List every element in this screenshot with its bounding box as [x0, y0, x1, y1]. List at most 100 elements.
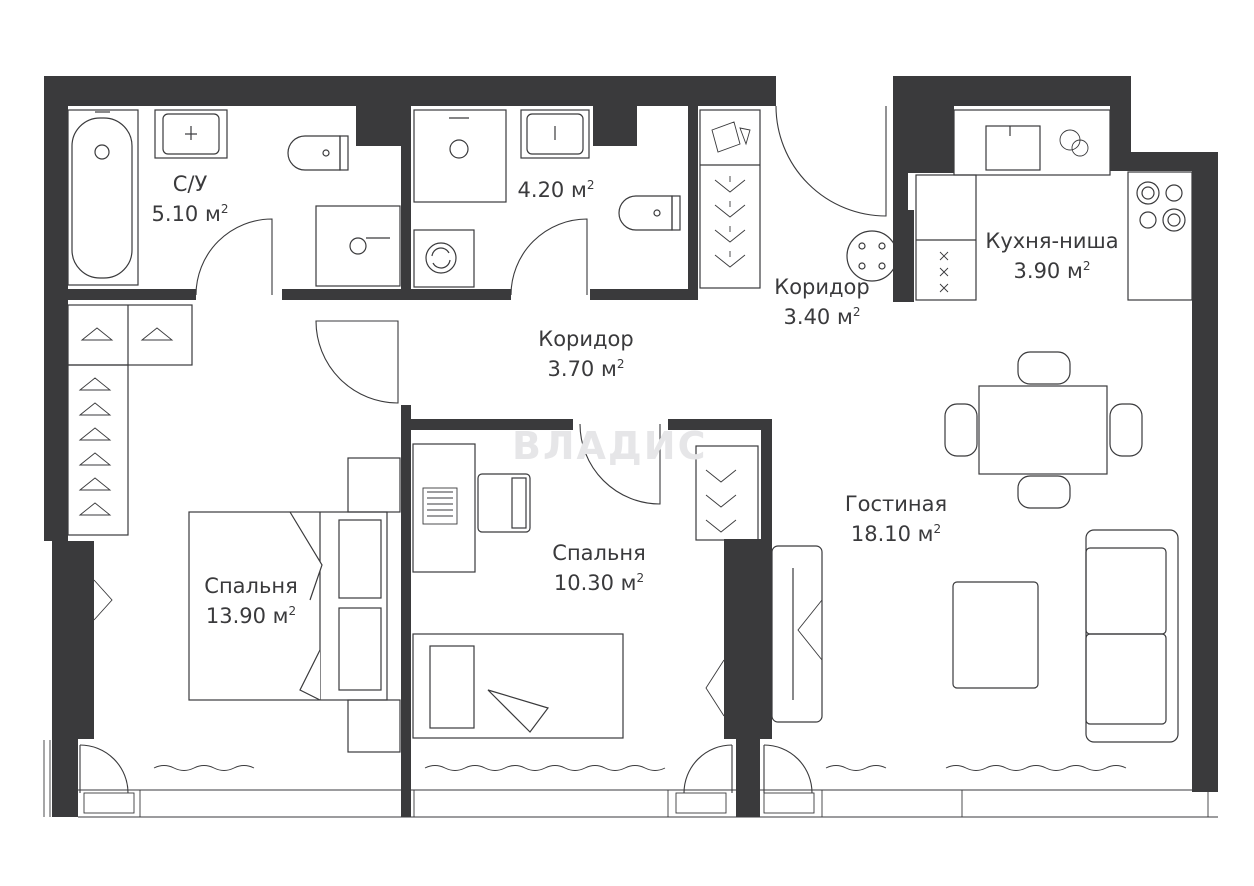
wall-kitchen-left-thin [904, 210, 914, 302]
room-area-unit: 2 [616, 357, 625, 371]
walls [44, 76, 1218, 817]
room-area: 13.90 м [205, 604, 289, 628]
wall-bath2-right [688, 106, 698, 300]
wall-top-right [893, 76, 1131, 106]
living-room-furniture [771, 230, 1179, 743]
room-area: 3.40 м [783, 305, 853, 329]
wall-bath-bottom [68, 289, 196, 300]
coat-stand [846, 230, 898, 282]
chair-bottom [1017, 475, 1071, 509]
sofa [1085, 529, 1179, 743]
door-bath1 [195, 218, 273, 296]
room-label-bedroom-1: Спальня 13.90 м2 [204, 571, 297, 631]
bathroom-1-fixtures [67, 109, 401, 287]
doors [79, 105, 887, 794]
door-bath2 [510, 218, 588, 296]
room-area-unit: 2 [1082, 259, 1091, 273]
wall-bed2-right-lower [724, 539, 772, 739]
wall-bed2-left [401, 405, 411, 817]
wardrobe-bed2 [695, 445, 759, 541]
wall-right [1192, 152, 1218, 792]
washer [413, 229, 475, 288]
bathtub [67, 109, 139, 286]
room-name: Коридор [538, 327, 634, 351]
single-bed [412, 633, 624, 739]
kitchen-fixtures [915, 109, 1193, 301]
room-area-unit: 2 [586, 178, 595, 192]
room-name: Спальня [552, 541, 646, 565]
nightstand-1 [347, 457, 401, 513]
room-area-unit: 2 [852, 305, 861, 319]
wardrobes [67, 109, 761, 541]
room-label-kitchen: Кухня-ниша 3.90 м2 [985, 226, 1118, 286]
watermark: ВЛАДИС [512, 424, 708, 468]
chair-top [1017, 351, 1071, 385]
door-balcony-right [763, 744, 813, 794]
counter [953, 109, 1111, 176]
wall-bath2-bottom-left [411, 289, 511, 300]
toilet-1 [287, 135, 341, 171]
wall-right-step [1110, 76, 1131, 171]
wall-left-lower [52, 541, 94, 739]
wardrobe-bed1-side [67, 364, 129, 536]
wall-left [44, 76, 68, 541]
room-label-living-room: Гостиная 18.10 м2 [845, 489, 947, 549]
wall-left-bottom [52, 739, 78, 817]
wall-shaft-3 [908, 106, 954, 173]
tv-unit [771, 545, 823, 723]
bedroom-1-furniture [188, 457, 401, 753]
room-name: Коридор [774, 275, 870, 299]
door-bed2 [579, 423, 661, 505]
wall-bath2-bottom-right [590, 289, 698, 300]
shower-2 [413, 109, 507, 203]
room-name: С/У [172, 172, 208, 196]
door-entry [775, 105, 887, 217]
wall-right-step-h [1110, 152, 1218, 171]
room-area: 3.70 м [547, 357, 617, 381]
room-area-unit: 2 [288, 604, 297, 618]
fridge-column [915, 174, 977, 301]
desk [412, 443, 476, 573]
chair-left [944, 403, 978, 457]
room-label-bathroom-1: С/У 5.10 м2 [152, 169, 229, 229]
coffee-table [952, 581, 1039, 689]
wall-bed2-right [761, 419, 772, 539]
room-label-bathroom-2: 4.20 м2 [518, 175, 595, 205]
wardrobe-bed1-top [67, 304, 193, 366]
dining-table [978, 385, 1108, 475]
chair [477, 473, 531, 533]
windows [43, 740, 1218, 818]
wardrobe-entry [699, 109, 761, 289]
room-name: Кухня-ниша [985, 229, 1119, 253]
nightstand-2 [347, 699, 401, 753]
door-balcony-left [79, 744, 129, 794]
door-balcony-mid [683, 744, 733, 794]
sink-1 [154, 109, 228, 159]
room-area-unit: 2 [220, 202, 229, 216]
room-area: 18.10 м [850, 522, 934, 546]
bedroom-2-furniture [412, 443, 624, 739]
room-label-corridor-1: Коридор 3.70 м2 [538, 324, 633, 384]
door-corridor [315, 320, 399, 404]
wall-bath-bottom-right [282, 289, 410, 300]
toilet-2 [618, 195, 673, 231]
room-name: Гостиная [844, 492, 948, 516]
shower [315, 205, 401, 287]
stove [1127, 171, 1193, 301]
wall-shaft-1 [356, 106, 401, 146]
wall-shaft-2 [593, 106, 637, 146]
double-bed [188, 511, 388, 701]
chair-right [1109, 403, 1143, 457]
sink-2 [520, 109, 590, 159]
room-label-bedroom-2: Спальня 10.30 м2 [552, 538, 645, 598]
wall-bed2-top [401, 419, 573, 430]
room-area: 3.90 м [1013, 259, 1083, 283]
room-area: 4.20 м [517, 178, 587, 202]
bathroom-2-fixtures [413, 109, 681, 288]
room-name: Спальня [204, 574, 298, 598]
room-label-corridor-2: Коридор 3.40 м2 [774, 272, 869, 332]
wall-bath-divider [401, 106, 411, 300]
room-area: 5.10 м [151, 202, 221, 226]
room-area-unit: 2 [636, 571, 645, 585]
